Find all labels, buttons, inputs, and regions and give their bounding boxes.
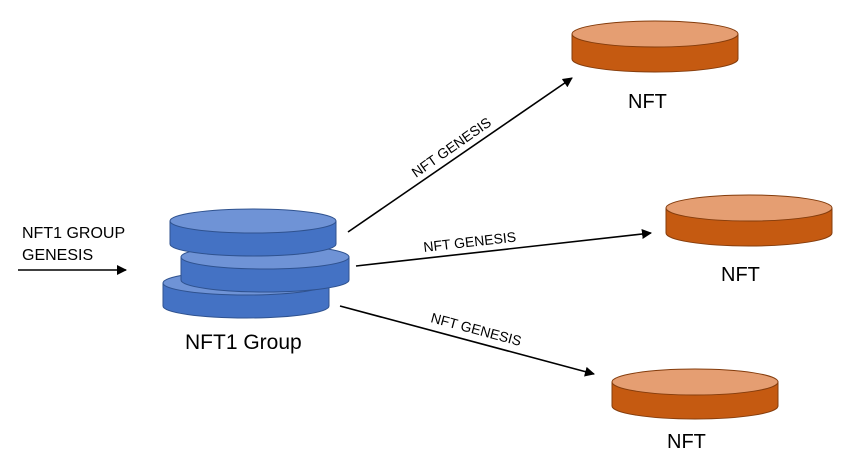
nft-label-bottom: NFT xyxy=(667,431,706,453)
edge-top-label: NFT GENESIS xyxy=(409,114,494,181)
edge-middle-label: NFT GENESIS xyxy=(423,229,517,255)
nft-disc-middle: NFT xyxy=(665,194,833,286)
edge-bottom: NFT GENESIS xyxy=(339,305,595,377)
edge-middle: NFT GENESIS xyxy=(355,229,652,267)
nft-disc-bottom: NFT xyxy=(611,368,779,453)
input-label-line1: NFT1 GROUP xyxy=(22,225,125,242)
input-label-line2: GENESIS xyxy=(22,247,93,264)
nft-label-top: NFT xyxy=(628,91,667,113)
nft-disc-top: NFT xyxy=(571,20,739,113)
nft1-group-stack: NFT1 Group xyxy=(162,208,350,354)
edge-middle-arrow xyxy=(355,229,652,267)
edge-top: NFT GENESIS xyxy=(347,77,573,233)
nft-label-middle: NFT xyxy=(721,264,760,286)
group-disc-top xyxy=(169,208,337,257)
input-genesis-arrow-group: NFT1 GROUP GENESIS xyxy=(18,225,127,275)
group-label: NFT1 Group xyxy=(185,331,302,354)
edge-bottom-arrow xyxy=(339,305,595,377)
edge-top-arrow xyxy=(347,77,573,233)
